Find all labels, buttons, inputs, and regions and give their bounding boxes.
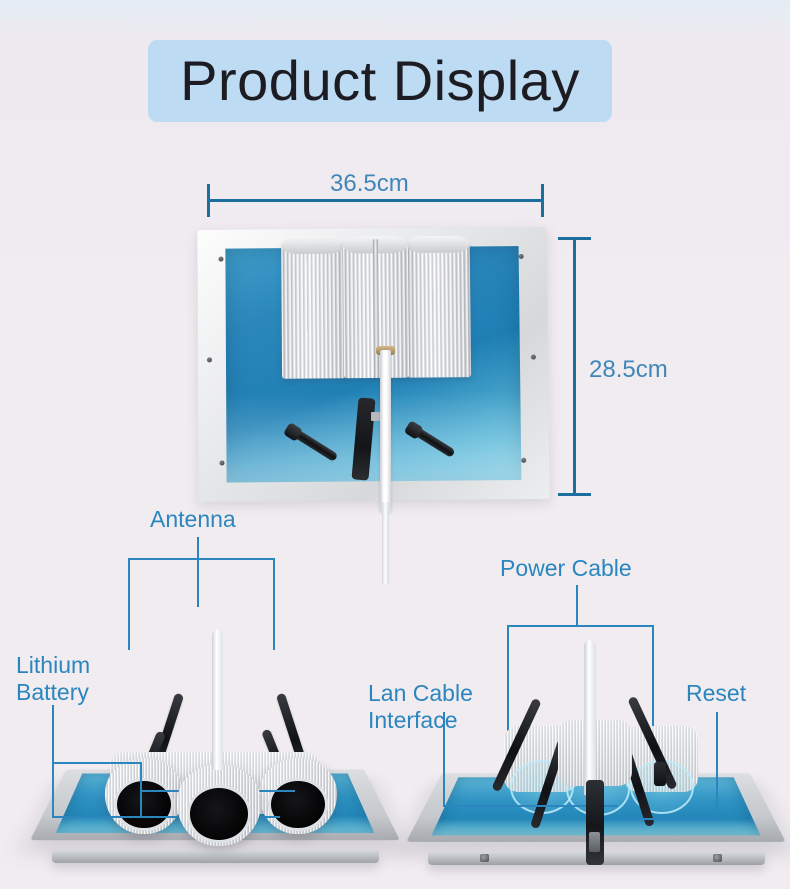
callout-label-lan-cable-interface: Lan Cable Interface [368, 680, 473, 734]
leader-line-power-left [507, 625, 509, 740]
callout-label-antenna: Antenna [150, 506, 236, 532]
solar-panel-edge [52, 850, 379, 863]
callout-label-reset: Reset [686, 680, 747, 706]
product-front-three-quarter-view [20, 630, 400, 880]
camera-housing [405, 241, 472, 378]
housing-center-rib [372, 239, 380, 378]
camera-lens [114, 777, 174, 831]
leader-line-power-bar [507, 625, 654, 627]
center-antenna-pole [212, 630, 223, 770]
center-antenna-pole [380, 350, 391, 512]
leader-line-antenna-bar [128, 558, 275, 560]
leader-line-antenna-left [128, 558, 130, 650]
leader-line-power-right [652, 625, 654, 740]
screw-icon [218, 256, 224, 262]
camera-lens [268, 777, 328, 831]
screw-icon [219, 460, 225, 466]
camera-housing [177, 764, 261, 846]
leader-line-lan-vertical [443, 712, 445, 807]
leader-line-reset-vertical [716, 712, 718, 820]
callout-label-power-cable: Power Cable [500, 555, 632, 581]
cable-plug [654, 762, 666, 786]
leader-line-lithium-branch-a [52, 762, 142, 764]
leader-line-power-center [576, 585, 578, 625]
leader-line-lithium-vertical [52, 705, 54, 817]
width-dimension-label: 36.5cm [330, 170, 409, 197]
screw-icon [206, 357, 212, 363]
leader-line-lithium-branch-c [52, 816, 280, 818]
center-antenna-pole [584, 640, 596, 795]
height-dimension-label: 28.5cm [589, 356, 668, 383]
callout-label-lithium-battery: Lithium Battery [16, 652, 91, 706]
camera-housing-cluster [281, 236, 472, 379]
page-title: Product Display [180, 49, 580, 112]
camera-housing [281, 242, 347, 379]
height-dimension-line [573, 237, 576, 496]
camera-lens [187, 785, 251, 843]
height-dimension-cap-bottom [558, 493, 591, 496]
lan-cable-port [480, 854, 489, 862]
leader-line-reset-horizontal [612, 818, 718, 820]
screw-icon [521, 458, 527, 464]
screw-icon [530, 354, 536, 360]
power-connector [586, 780, 604, 865]
connector-chip [371, 412, 380, 421]
reset-port [713, 854, 722, 862]
width-dimension-cap-right [541, 184, 544, 217]
screw-icon [518, 254, 524, 260]
solar-panel-frame [197, 226, 550, 502]
product-rear-three-quarter-view [406, 640, 786, 885]
width-dimension-line [207, 199, 544, 202]
leader-line-lan-horizontal [443, 805, 618, 807]
camera-housing [105, 758, 183, 834]
product-front-view [197, 226, 550, 502]
camera-housing [259, 758, 337, 834]
leader-line-antenna-right [273, 558, 275, 650]
leader-line-antenna-center [197, 537, 199, 607]
center-antenna-pole-tail [382, 502, 389, 584]
connector-chip [589, 832, 600, 852]
page-title-banner: Product Display [148, 40, 612, 122]
